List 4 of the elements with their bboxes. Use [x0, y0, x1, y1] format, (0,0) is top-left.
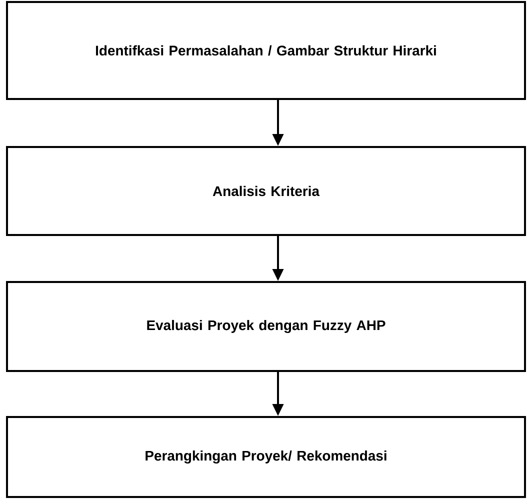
process-box: Analisis Kriteria [6, 146, 526, 236]
process-box: Identifkasi Permasalahan / Gambar Struktur Hirarki [6, 1, 526, 100]
process-box: Evaluasi Proyek dengan Fuzzy AHP [6, 280, 526, 372]
process-box: Perangkingan Proyek/ Rekomendasi [6, 416, 526, 498]
